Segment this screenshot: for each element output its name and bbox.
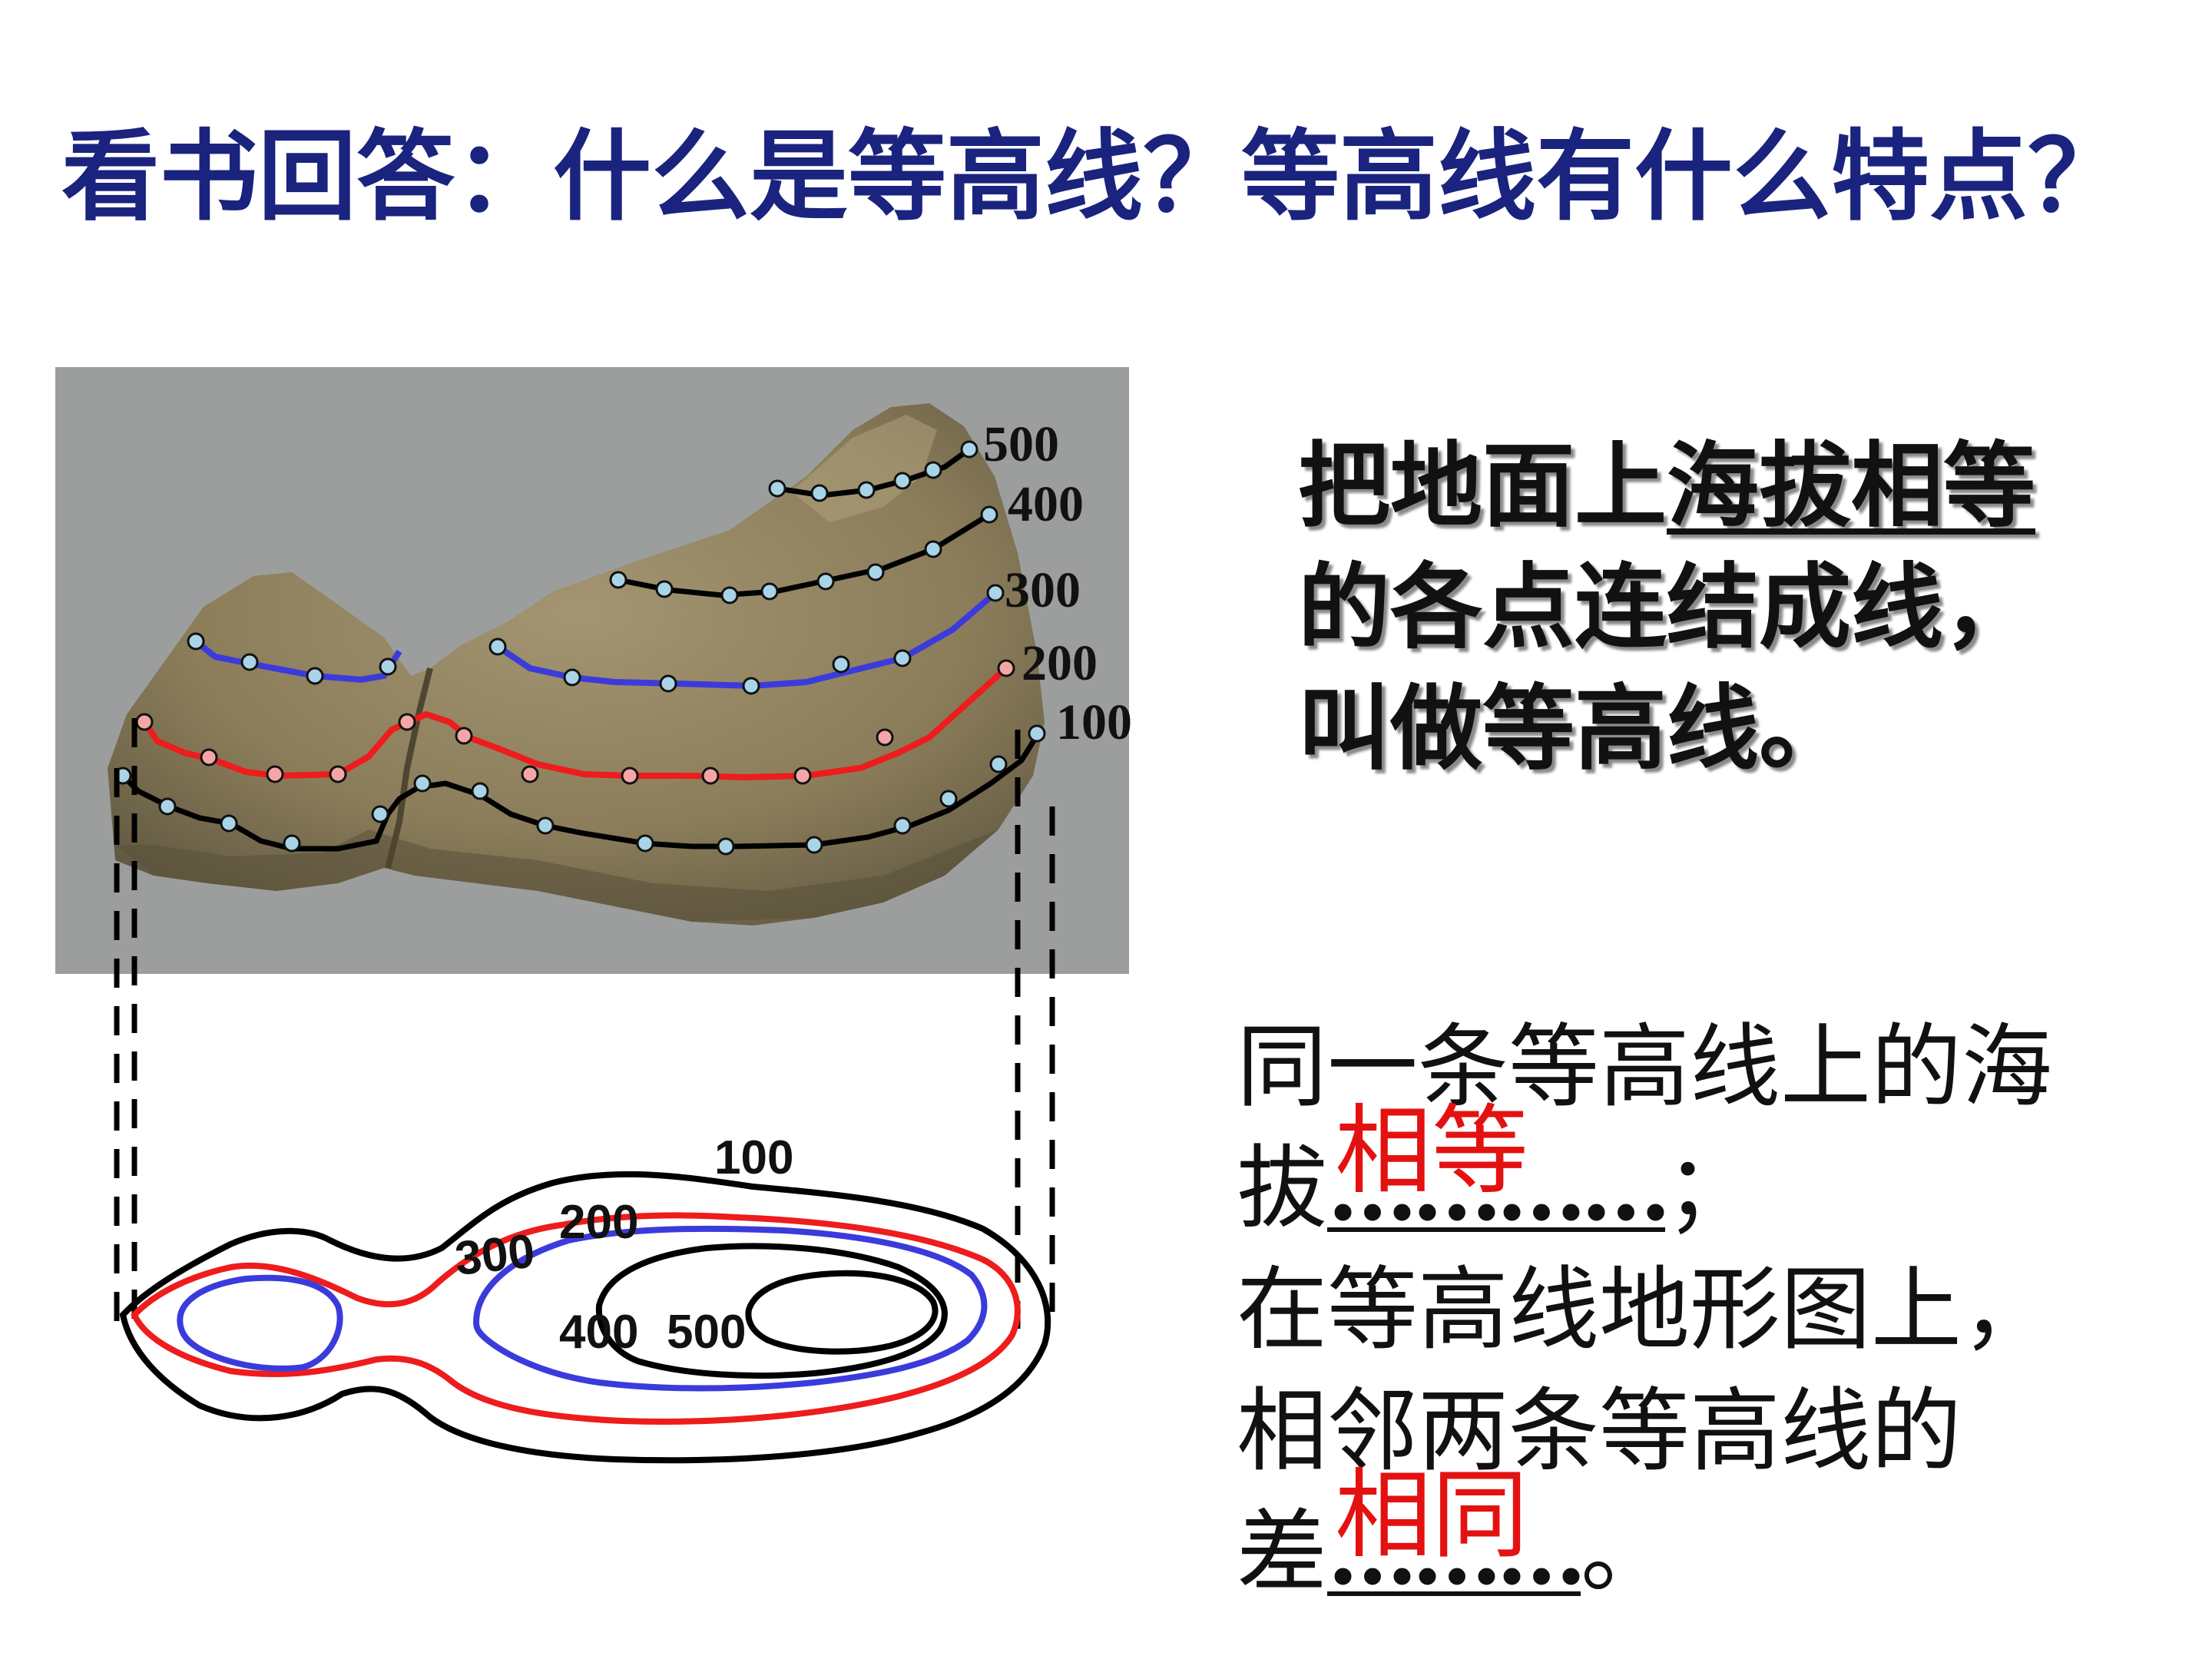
fill-blank-1: …………相等 [1327,1094,1671,1249]
rock-shadow [115,830,998,922]
property-line-2: 拔…………相等； [1237,1094,2052,1249]
property-line-2-prefix: 拔 [1237,1135,1328,1241]
contour-400-model [618,512,991,598]
contour-200-map [131,1212,1021,1425]
definition-text: 把地面上海拔相等 的各点连结成线， 叫做等高线。 [1298,426,2035,790]
property-line-5-prefix: 差 [1237,1499,1328,1605]
contour-500-map [745,1270,939,1355]
map-label-500: 500 [667,1306,746,1359]
fill-blank-2: ………相同 [1327,1459,1587,1613]
terrain-rock [108,403,1045,926]
contour-300-map-left [177,1274,343,1372]
rock-groove [385,667,433,869]
model-label-200: 200 [1022,635,1098,691]
definition-prefix: 把地面上 [1298,433,1667,540]
property-line-1: 同一条等高线上的海 [1237,1014,2053,1120]
map-label-400: 400 [559,1306,638,1359]
map-label-200: 200 [559,1196,638,1249]
property-line-5: 差………相同。 [1237,1459,2052,1613]
definition-line-3: 叫做等高线。 [1298,676,1851,783]
contour-400-map [595,1243,948,1379]
model-label-100: 100 [1056,694,1132,750]
projection-lines [114,718,1055,1329]
model-label-500: 500 [983,416,1059,472]
contour-300-map-right [472,1225,988,1392]
definition-key-phrase: 海拔相等 [1667,433,2035,540]
property-line-4: 相邻两条等高线的 [1237,1378,1962,1484]
fill-blank-1-dots: ………… [1327,1134,1671,1241]
answer-2: 相同 [1335,1459,1529,1571]
contour-dots [114,440,1046,856]
definition-line-2: 的各点连结成线， [1298,555,2035,661]
fill-blank-2-dots: ……… [1327,1498,1587,1605]
contour-100-map [119,1171,1051,1464]
property-line-5-suffix: 。 [1581,1499,1672,1605]
map-label-100: 100 [714,1131,793,1184]
contour-200-model [141,666,1008,781]
model-label-400: 400 [1008,476,1084,532]
slide-title: 看书回答：什么是等高线？等高线有什么特点？ [61,119,2127,234]
property-line-3: 在等高线地形图上， [1237,1257,2053,1363]
answer-1: 相等 [1335,1094,1529,1207]
property-line-2-suffix: ； [1665,1135,1757,1241]
model-label-300: 300 [1005,562,1081,618]
map-label-300: 300 [452,1224,537,1285]
definition-line-1: 把地面上海拔相等 [1298,426,2035,548]
properties-text: 同一条等高线上的海 拔…………相等； 在等高线地形图上， 相邻两条等高线的 差…… [1237,1006,2052,1613]
